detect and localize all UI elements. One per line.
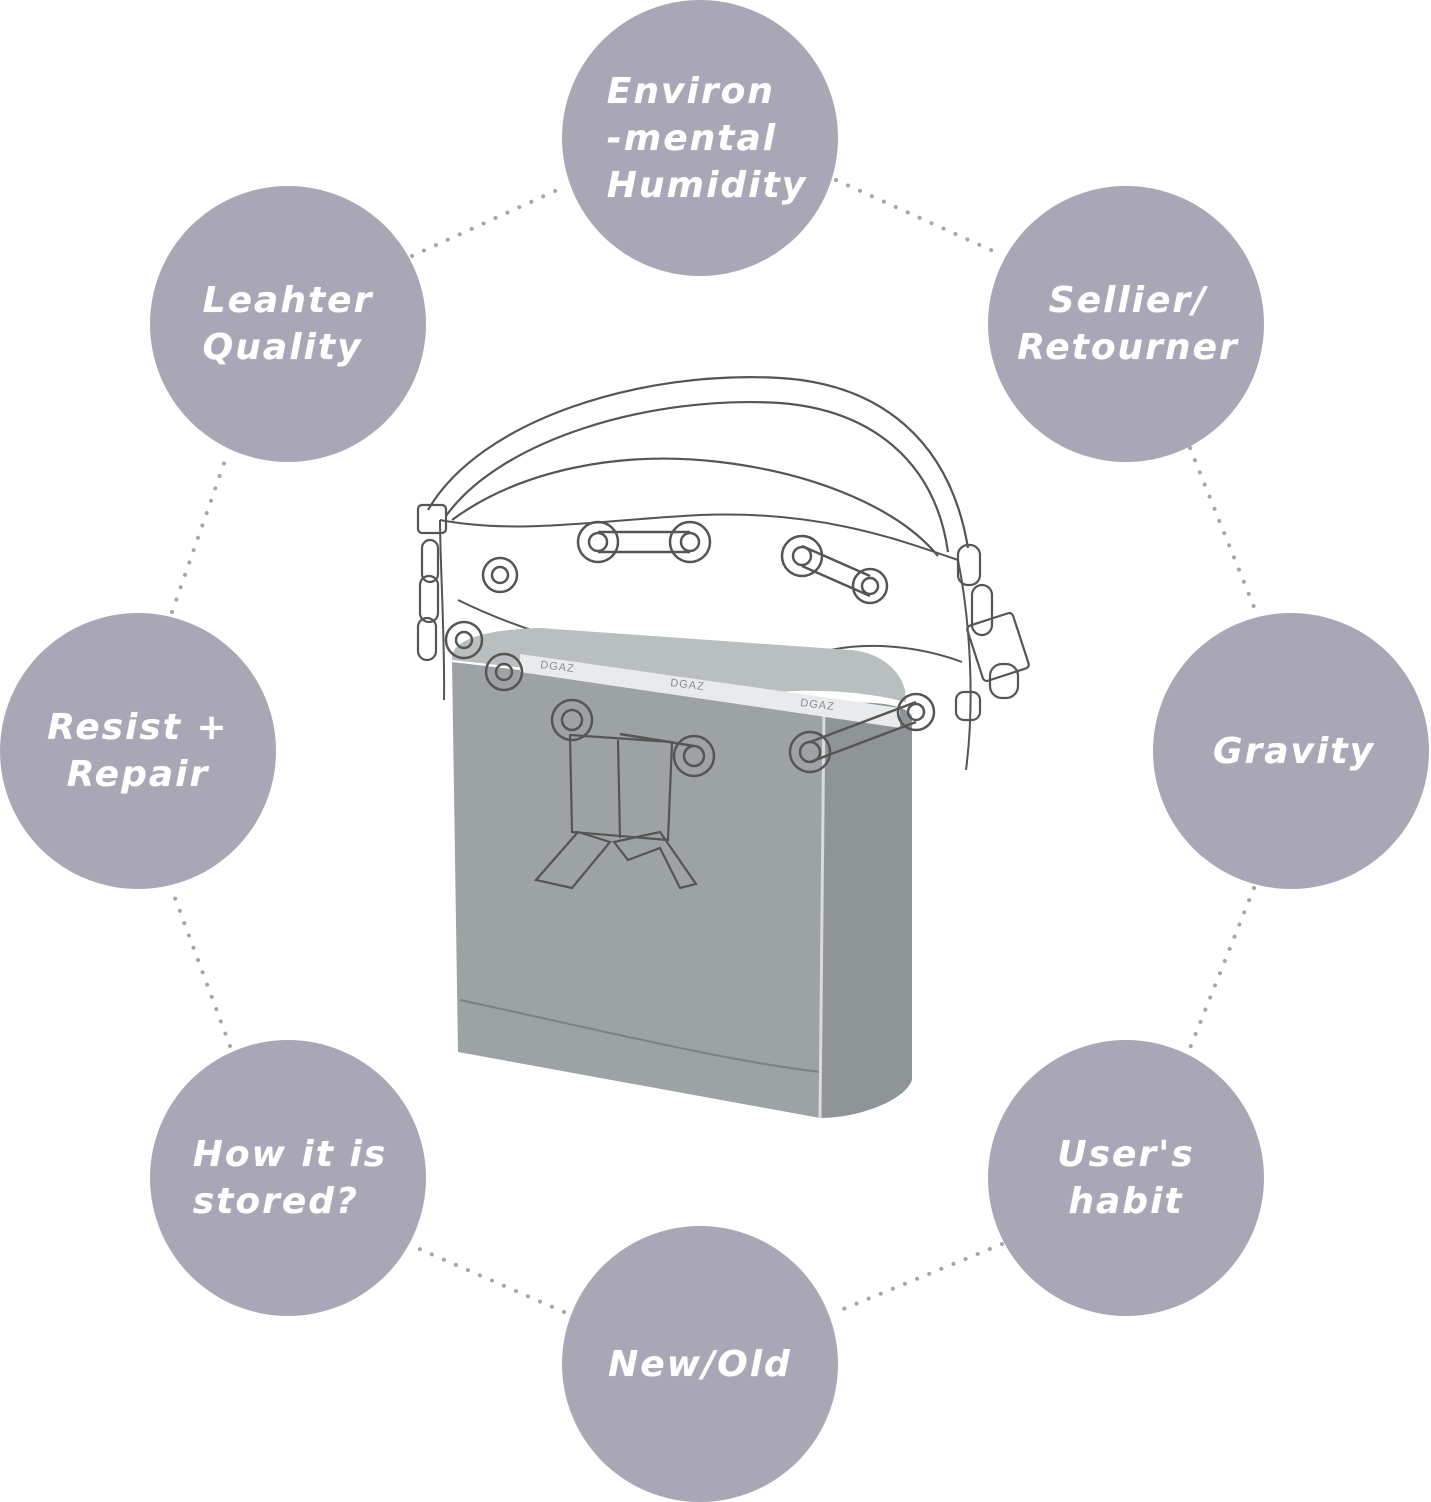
factor-label: Gravity: [1212, 730, 1376, 772]
factor-label: Sellier/ Retourner: [1017, 280, 1239, 368]
svg-text:DGAZ: DGAZ: [800, 697, 836, 713]
handle-strap-icon: [427, 376, 970, 557]
right-lock-icon: [954, 543, 1030, 722]
factor-label: User's habit: [1057, 1134, 1195, 1222]
factor-label: New/Old: [608, 1343, 792, 1385]
bow-icon: [533, 733, 698, 890]
factor-label: How it is stored?: [192, 1134, 388, 1222]
factor-label: Resist + Repair: [47, 707, 229, 795]
left-clasp-icon: [416, 503, 448, 662]
svg-text:DGAZ: DGAZ: [540, 659, 576, 675]
svg-text:DGAZ: DGAZ: [670, 677, 706, 693]
connector-line: [1188, 886, 1256, 1050]
factor-circle-stored: How it is stored?: [150, 1040, 426, 1316]
connector-line: [170, 888, 232, 1048]
connector-line: [410, 184, 568, 258]
factor-circle-gravity: Gravity: [1153, 613, 1429, 889]
factor-circle-humidity: Environ -mental Humidity: [562, 0, 838, 276]
factor-circle-new-old: New/Old: [562, 1226, 838, 1502]
shaper-insert-icon: DGAZ DGAZ DGAZ: [451, 628, 912, 1119]
factor-circle-leather-quality: Leahter Quality: [150, 186, 426, 462]
factor-circle-resist-repair: Resist + Repair: [0, 613, 276, 889]
factor-label: Environ -mental Humidity: [606, 70, 808, 206]
connector-line: [834, 178, 1004, 257]
factor-circle-sellier: Sellier/ Retourner: [988, 186, 1264, 462]
connector-line: [170, 450, 230, 614]
factor-label: Leahter Quality: [202, 280, 374, 368]
factor-circle-habit: User's habit: [988, 1040, 1264, 1316]
